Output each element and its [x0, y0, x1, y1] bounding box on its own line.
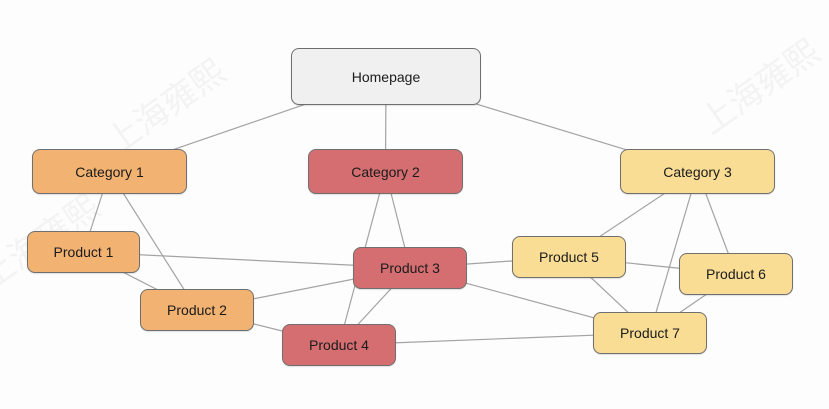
product-3-node: Product 3 — [353, 247, 467, 289]
product-4-node: Product 4 — [282, 324, 396, 366]
product-5-node: Product 5 — [512, 236, 626, 278]
product-6-node: Product 6 — [679, 253, 793, 295]
product-1-node: Product 1 — [27, 231, 140, 273]
edge-category3-product7 — [649, 171, 699, 334]
product-7-node: Product 7 — [593, 312, 707, 354]
category-1-node: Category 1 — [32, 149, 187, 194]
homepage-node: Homepage — [291, 48, 481, 105]
category-2-node: Category 2 — [308, 149, 463, 194]
edge-category1-product2 — [108, 171, 198, 311]
category-3-node: Category 3 — [620, 149, 775, 194]
product-2-node: Product 2 — [140, 289, 254, 331]
